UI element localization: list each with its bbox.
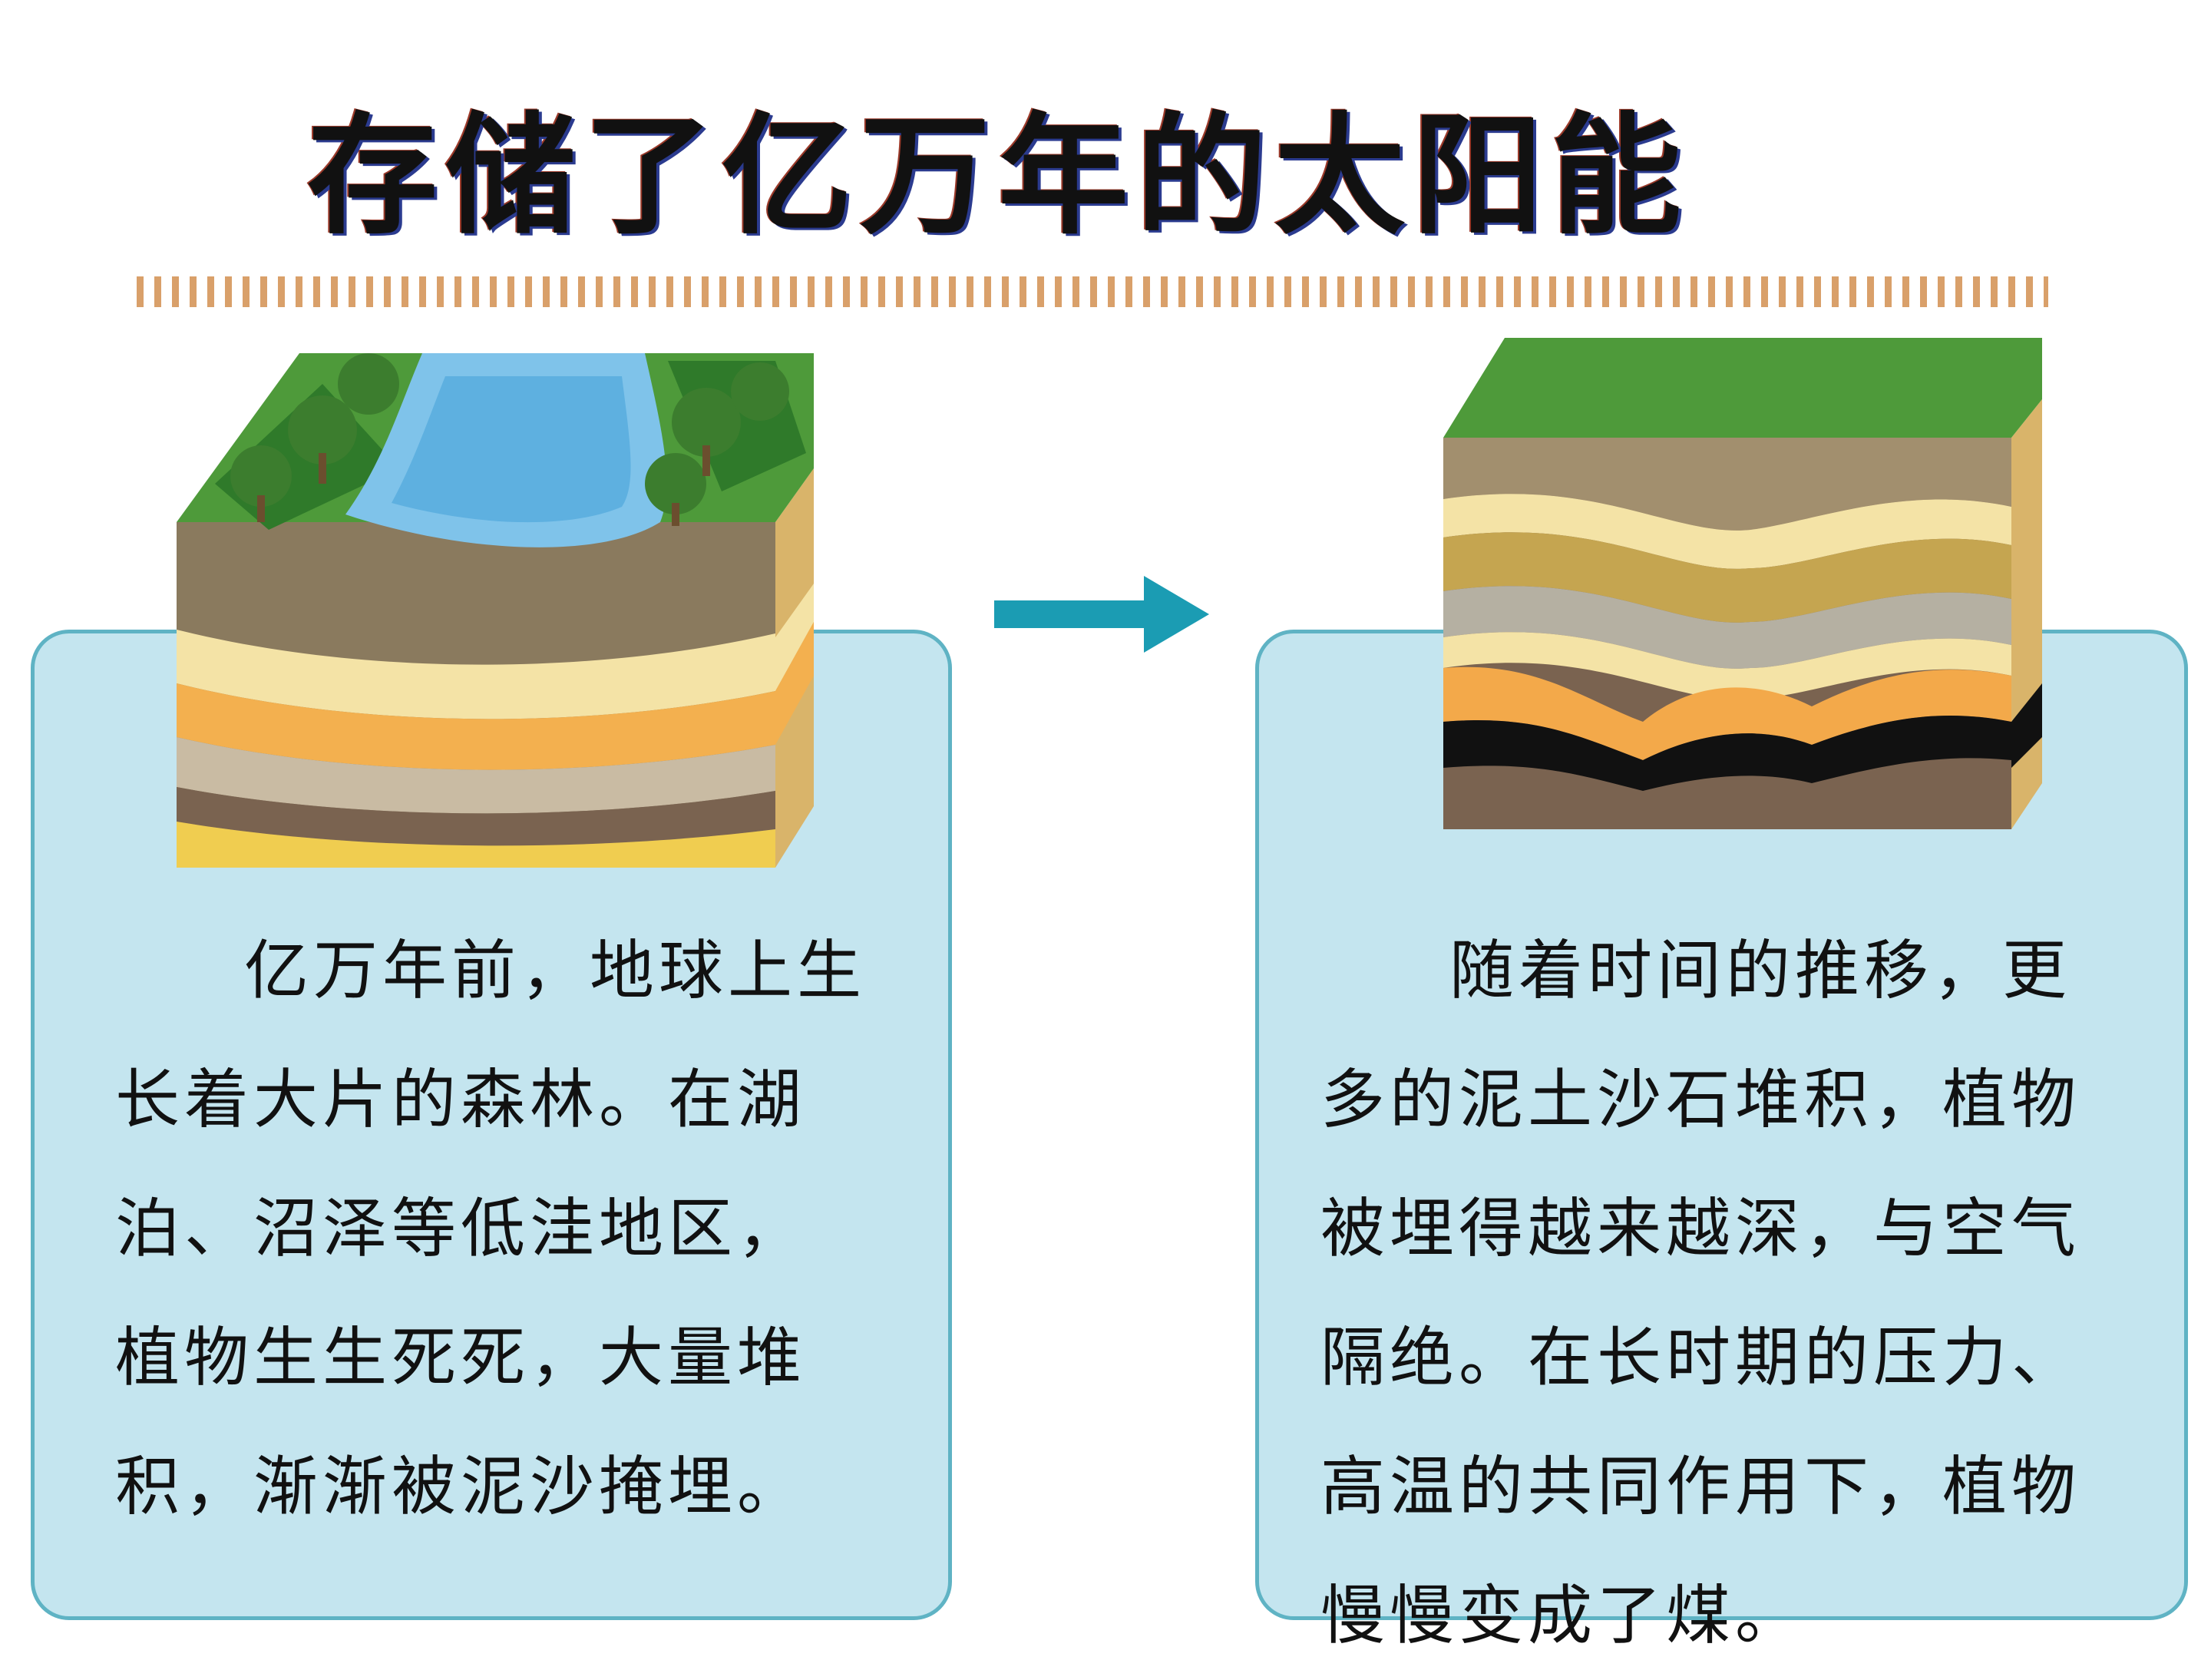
left-panel-text: 亿万年前，地球上生长着大片的森林。在湖泊、沼泽等低洼地区，植物生生死死，大量堆积… xyxy=(115,933,867,1524)
page-title: 存储了亿万年的太阳能 xyxy=(307,101,1690,253)
right-arrow-icon xyxy=(994,576,1209,653)
coal-strata-illustration xyxy=(1443,338,2042,829)
right-panel-text: 随着时间的推移，更多的泥土沙石堆积，植物被埋得越来越深，与空气隔绝。在长时期的压… xyxy=(1320,933,2081,1653)
forest-strata-illustration xyxy=(177,353,814,868)
title-divider xyxy=(137,276,2048,307)
